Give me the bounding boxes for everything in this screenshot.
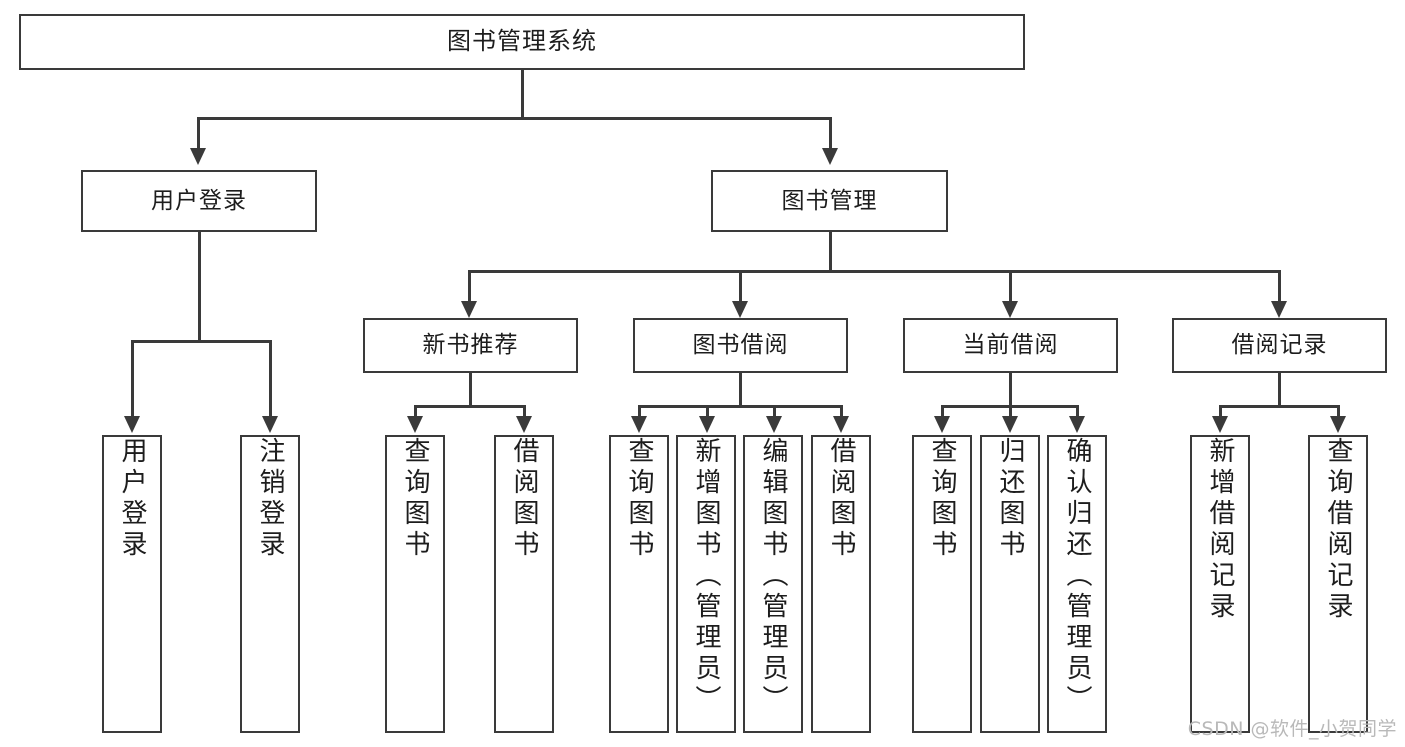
- connector-drop-l3-1: [739, 270, 742, 302]
- leaf-new-book-1[interactable]: 借阅图书: [494, 435, 554, 733]
- node-book-management[interactable]: 图书管理: [711, 170, 948, 232]
- node-label: 借阅记录: [1231, 332, 1328, 359]
- leaf-current-borrow-2[interactable]: 确认归还（管理员）: [1047, 435, 1107, 733]
- leaf-book-borrow-2[interactable]: 编辑图书（管理员）: [743, 435, 803, 733]
- connector-drop-l3-0: [468, 270, 471, 302]
- arrowhead-book-mgmt: [822, 148, 838, 165]
- connector-book-borrow-stem: [739, 373, 742, 407]
- connector-drop-book-mgmt: [829, 117, 832, 149]
- connector-user-login-bus: [131, 340, 270, 343]
- leaf-user-login-1[interactable]: 注销登录: [240, 435, 300, 733]
- connector-drop-leaf-c0: [941, 405, 944, 418]
- leaf-current-borrow-0[interactable]: 查询图书: [912, 435, 972, 733]
- leaf-user-login-0[interactable]: 用户登录: [102, 435, 162, 733]
- arrowhead-l3-2: [1002, 301, 1018, 318]
- node-label: 注销登录: [255, 437, 285, 561]
- arrowhead-l3-1: [732, 301, 748, 318]
- node-label: 新书推荐: [422, 332, 519, 359]
- node-label: 新增借阅记录: [1205, 437, 1235, 623]
- node-user-login[interactable]: 用户登录: [81, 170, 317, 232]
- node-new-book-recommend[interactable]: 新书推荐: [363, 318, 578, 373]
- connector-drop-l3-2: [1009, 270, 1012, 302]
- node-current-borrow[interactable]: 当前借阅: [903, 318, 1118, 373]
- leaf-book-borrow-0[interactable]: 查询图书: [609, 435, 669, 733]
- connector-root-stem: [521, 70, 524, 118]
- connector-drop-leaf-n0: [414, 405, 417, 418]
- node-label: 用户登录: [151, 187, 247, 214]
- node-label: 查询图书: [624, 437, 654, 561]
- connector-drop-leaf-b3: [840, 405, 843, 418]
- arrowhead-l3-0: [461, 301, 477, 318]
- connector-drop-leaf-b0: [638, 405, 641, 418]
- csdn-watermark: CSDN @软件_小贺同学: [1187, 718, 1397, 740]
- arrowhead-user-login: [190, 148, 206, 165]
- connector-root-bus: [197, 117, 832, 120]
- arrowhead-l3-3: [1271, 301, 1287, 318]
- node-label: 编辑图书（管理员）: [758, 437, 788, 716]
- leaf-borrow-record-0[interactable]: 新增借阅记录: [1190, 435, 1250, 733]
- node-label: 新增图书（管理员）: [691, 437, 721, 716]
- node-root-system[interactable]: 图书管理系统: [19, 14, 1025, 70]
- node-label: 查询借阅记录: [1323, 437, 1353, 623]
- arrowhead-leaf-b0: [631, 416, 647, 433]
- arrowhead-leaf-b1: [699, 416, 715, 433]
- node-borrow-record[interactable]: 借阅记录: [1172, 318, 1387, 373]
- connector-drop-leaf-u0: [131, 340, 134, 417]
- node-label: 图书借阅: [692, 332, 789, 359]
- node-label: 图书管理系统: [447, 27, 597, 56]
- connector-drop-leaf-u1: [269, 340, 272, 417]
- leaf-current-borrow-1[interactable]: 归还图书: [980, 435, 1040, 733]
- connector-borrow-record-stem: [1278, 373, 1281, 407]
- connector-drop-leaf-r0: [1219, 405, 1222, 418]
- connector-level3-bus: [468, 270, 1280, 273]
- connector-user-login-stem: [198, 232, 201, 342]
- node-label: 图书管理: [781, 187, 878, 214]
- connector-borrow-record-bus: [1219, 405, 1339, 408]
- arrowhead-leaf-r0: [1212, 416, 1228, 433]
- arrowhead-leaf-u1: [262, 416, 278, 433]
- connector-drop-l3-3: [1278, 270, 1281, 302]
- node-label: 借阅图书: [509, 437, 539, 561]
- node-book-borrow[interactable]: 图书借阅: [633, 318, 848, 373]
- connector-drop-user-login: [197, 117, 200, 149]
- connector-drop-leaf-n1: [523, 405, 526, 418]
- connector-drop-leaf-r1: [1337, 405, 1340, 418]
- connector-book-mgmt-stem: [829, 232, 832, 272]
- arrowhead-leaf-c1: [1002, 416, 1018, 433]
- node-label: 当前借阅: [962, 332, 1059, 359]
- node-label: 归还图书: [995, 437, 1025, 561]
- arrowhead-leaf-u0: [124, 416, 140, 433]
- node-label: 用户登录: [117, 437, 147, 561]
- node-label: 借阅图书: [826, 437, 856, 561]
- connector-drop-leaf-b2: [773, 405, 776, 418]
- arrowhead-leaf-n1: [516, 416, 532, 433]
- connector-current-borrow-stem: [1009, 373, 1012, 407]
- connector-drop-leaf-b1: [706, 405, 709, 418]
- leaf-borrow-record-1[interactable]: 查询借阅记录: [1308, 435, 1368, 733]
- leaf-new-book-0[interactable]: 查询图书: [385, 435, 445, 733]
- arrowhead-leaf-n0: [407, 416, 423, 433]
- node-label: 查询图书: [927, 437, 957, 561]
- connector-book-borrow-bus: [638, 405, 842, 408]
- leaf-book-borrow-1[interactable]: 新增图书（管理员）: [676, 435, 736, 733]
- arrowhead-leaf-c0: [934, 416, 950, 433]
- connector-new-book-stem: [469, 373, 472, 407]
- arrowhead-leaf-c2: [1069, 416, 1085, 433]
- leaf-book-borrow-3[interactable]: 借阅图书: [811, 435, 871, 733]
- arrowhead-leaf-r1: [1330, 416, 1346, 433]
- connector-drop-leaf-c1: [1009, 405, 1012, 418]
- node-label: 确认归还（管理员）: [1062, 437, 1092, 716]
- arrowhead-leaf-b3: [833, 416, 849, 433]
- node-label: 查询图书: [400, 437, 430, 561]
- connector-new-book-bus: [414, 405, 525, 408]
- connector-drop-leaf-c2: [1076, 405, 1079, 418]
- arrowhead-leaf-b2: [766, 416, 782, 433]
